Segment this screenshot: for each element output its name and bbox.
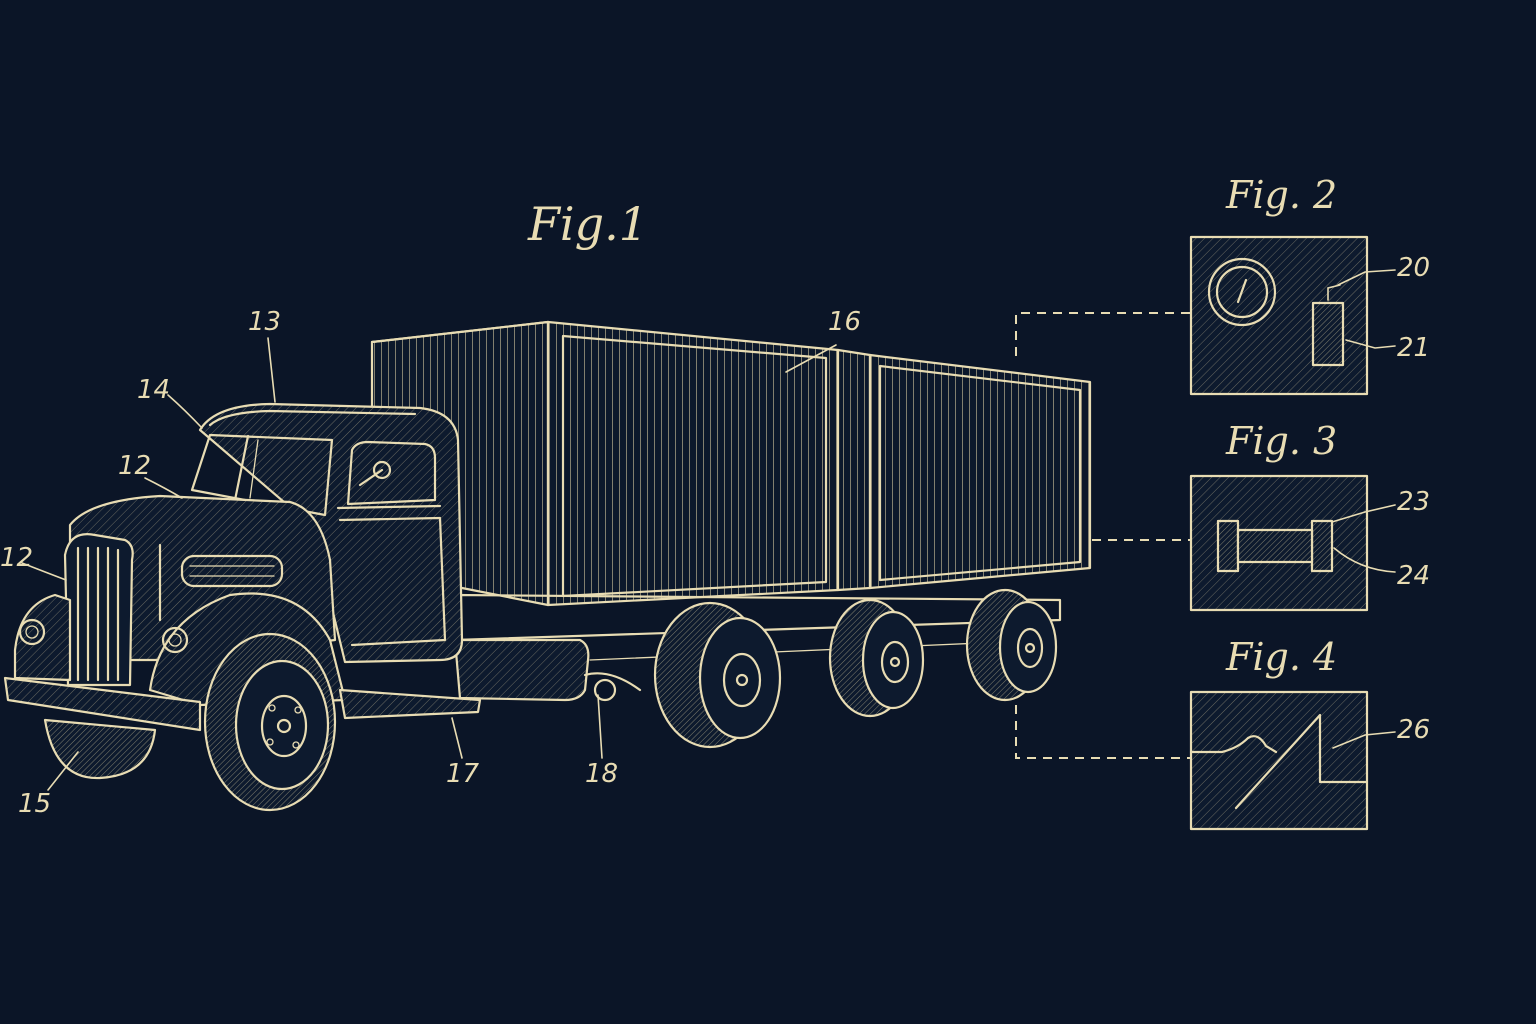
wheel-trailer-1 xyxy=(828,598,925,718)
shock-absorber xyxy=(1216,519,1334,573)
ref-16: 16 xyxy=(828,307,861,337)
ref-12-lower: 12 xyxy=(0,543,33,573)
leader-21 xyxy=(1345,339,1396,349)
fig4-panel xyxy=(1189,690,1369,831)
ref-12-upper: 12 xyxy=(118,451,151,481)
ref-23: 23 xyxy=(1397,487,1430,517)
fig3-panel xyxy=(1189,474,1369,612)
wheel-front-right xyxy=(203,632,337,812)
grille xyxy=(63,533,134,687)
leader-23 xyxy=(1331,504,1396,523)
leader-lines-fig1 xyxy=(21,337,837,791)
cargo-container-rear xyxy=(836,348,1092,592)
dashed-connectors xyxy=(1015,312,1190,759)
fig2-panel xyxy=(1189,235,1369,396)
drive-shaft xyxy=(583,672,642,702)
ref-18: 18 xyxy=(585,759,618,789)
running-board xyxy=(338,688,482,720)
ref-24: 24 xyxy=(1397,561,1430,591)
signal-waveform xyxy=(1189,713,1369,810)
leader-26 xyxy=(1332,731,1396,749)
ref-17: 17 xyxy=(446,759,480,789)
sensor-block xyxy=(1311,284,1345,367)
front-bumper xyxy=(3,676,202,732)
ref-21: 21 xyxy=(1397,333,1430,363)
ref-20: 20 xyxy=(1397,253,1430,283)
ref-15: 15 xyxy=(18,789,51,819)
fig3-title: Fig. 3 xyxy=(1225,419,1337,463)
leader-24 xyxy=(1333,547,1396,573)
wheel-drive-1 xyxy=(653,601,782,749)
fig2-title: Fig. 2 xyxy=(1225,173,1337,217)
ref-13: 13 xyxy=(248,307,281,337)
leader-20 xyxy=(1337,269,1396,286)
wheel-front-left xyxy=(43,718,157,780)
side-tank xyxy=(453,638,590,702)
gauge-dial xyxy=(1207,257,1277,327)
cab xyxy=(190,402,464,664)
headlights xyxy=(18,618,189,654)
ref-26: 26 xyxy=(1397,715,1430,745)
fig1-title: Fig.1 xyxy=(527,197,648,251)
wheel-trailer-2 xyxy=(965,588,1058,702)
fig4-title: Fig. 4 xyxy=(1225,635,1337,679)
ref-14: 14 xyxy=(137,375,170,405)
